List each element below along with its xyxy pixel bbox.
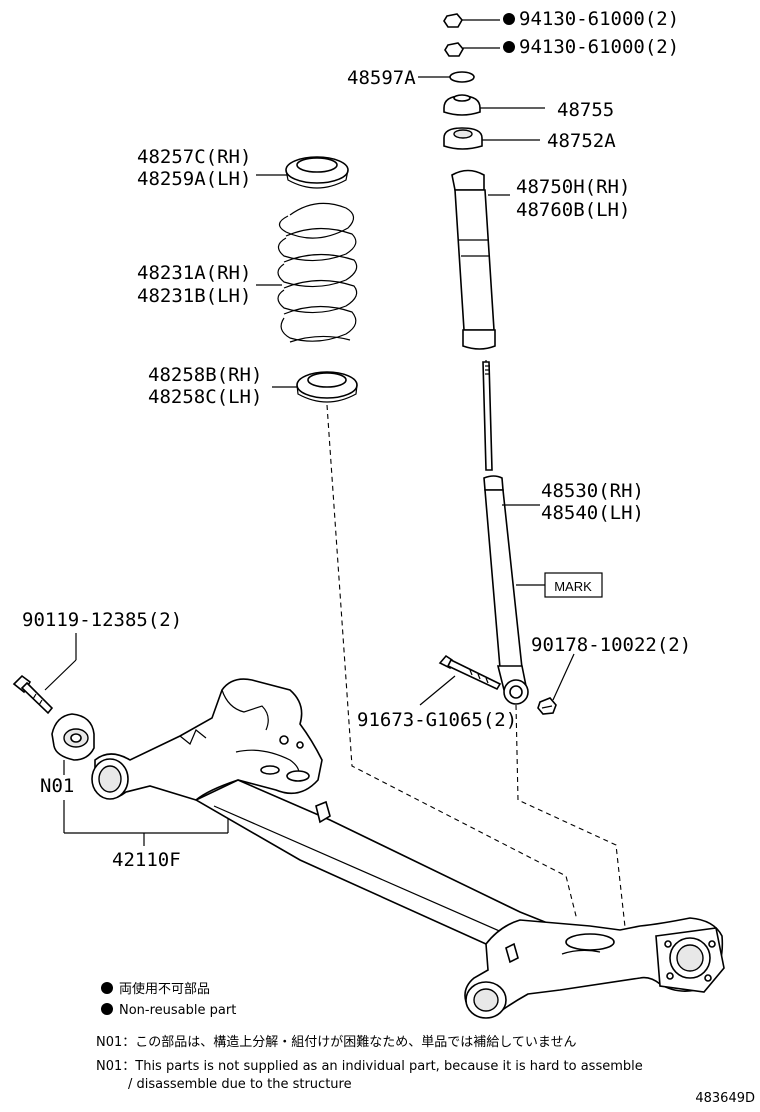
spring-rh-label: 48231A(RH) bbox=[137, 262, 251, 284]
support-label: 48752A bbox=[547, 130, 616, 152]
bushing-n01-label: N01 bbox=[40, 775, 74, 797]
shock-absorber-icon bbox=[482, 360, 529, 705]
shock-rh-label: 48530(RH) bbox=[541, 480, 644, 502]
support-icon bbox=[443, 127, 483, 150]
washer-label: 48597A bbox=[347, 67, 416, 89]
note-en-line2: / disassemble due to the structure bbox=[128, 1077, 352, 1092]
upper-insulator-icon bbox=[285, 156, 349, 189]
bellows-boot-icon bbox=[451, 169, 496, 350]
boot-lh-label: 48760B(LH) bbox=[516, 199, 630, 221]
rear-axle-beam-icon bbox=[91, 678, 725, 1019]
bushing-icon bbox=[51, 713, 95, 761]
note-jp-text: N01：この部品は、構造上分解・組付けが困難なため、単品では補給していません bbox=[96, 1034, 577, 1050]
lower-bolt-label: 91673-G1065(2) bbox=[357, 709, 517, 731]
lower-insulator-lh-label: 48258C(LH) bbox=[148, 386, 262, 408]
mark-callout-label: MARK bbox=[554, 579, 592, 594]
front-bolt-icon bbox=[12, 674, 54, 715]
non-reusable-mark-icon bbox=[503, 41, 515, 53]
lower-insulator-rh-label: 48258B(RH) bbox=[148, 364, 262, 386]
nut-top-icon bbox=[443, 13, 500, 28]
lower-insulator-icon bbox=[296, 371, 358, 403]
lower-nut-label: 90178-10022(2) bbox=[531, 634, 691, 656]
cushion-icon bbox=[443, 94, 481, 116]
legend-jp-text: 両使用不可部品 bbox=[119, 981, 210, 997]
diagram-id: 483649D bbox=[695, 1091, 755, 1106]
nut-2-label: 94130-61000(2) bbox=[519, 36, 679, 58]
non-reusable-mark-icon bbox=[503, 13, 515, 25]
cushion-label: 48755 bbox=[557, 99, 614, 121]
axle-beam-label: 42110F bbox=[112, 849, 181, 871]
upper-insulator-lh-label: 48259A(LH) bbox=[137, 168, 251, 190]
boot-rh-label: 48750H(RH) bbox=[516, 176, 630, 198]
legend-mark-icon bbox=[101, 1003, 113, 1015]
note-en-line1: N01：This parts is not supplied as an ind… bbox=[96, 1059, 643, 1074]
upper-insulator-rh-label: 48257C(RH) bbox=[137, 146, 251, 168]
shock-lh-label: 48540(LH) bbox=[541, 502, 644, 524]
lower-nut-icon bbox=[537, 697, 557, 715]
legend-mark-icon bbox=[101, 982, 113, 994]
lower-bolt-icon bbox=[438, 654, 502, 691]
coil-spring-icon bbox=[277, 202, 358, 343]
washer-icon bbox=[449, 71, 475, 83]
nut-2-icon bbox=[444, 42, 500, 57]
mark-callout-box bbox=[544, 572, 603, 598]
nut-top-label: 94130-61000(2) bbox=[519, 8, 679, 30]
spring-lh-label: 48231B(LH) bbox=[137, 285, 251, 307]
front-bolt-label: 90119-12385(2) bbox=[22, 609, 182, 631]
legend-en-text: Non-reusable part bbox=[119, 1003, 236, 1018]
